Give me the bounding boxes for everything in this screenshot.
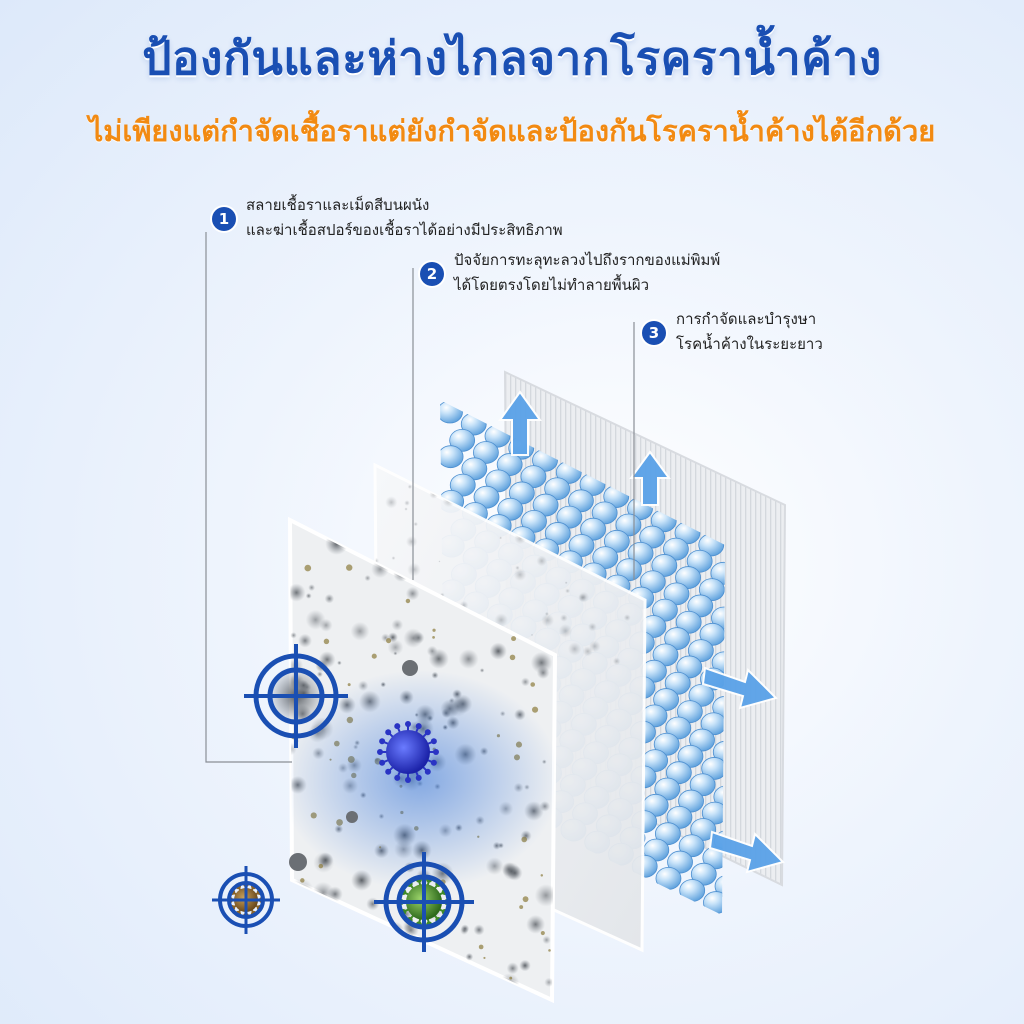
callout-2-line1: ปัจจัยการทะลุทะลวงไปถึงรากของแม่พิมพ์ <box>454 251 721 269</box>
callout-3-line1: การกำจัดและบำรุงษา <box>676 310 817 328</box>
arrow-right-icon <box>701 666 778 710</box>
target-icon <box>374 852 474 952</box>
callout-2-line2: ได้โดยตรงโดยไม่ทำลายพื้นผิว <box>454 276 650 294</box>
virus-icon <box>377 721 439 783</box>
arrow-up-icon <box>629 450 671 506</box>
spore-dot <box>346 811 358 823</box>
number-badge: 3 <box>642 321 666 345</box>
callout-3-line2: โรคน้ำค้างในระยะยาว <box>676 335 823 353</box>
target-icon <box>212 866 280 934</box>
callout-1-line2: และฆ่าเชื้อสปอร์ของเชื้อราได้อย่างมีประส… <box>246 221 563 239</box>
callout-3: 3 การกำจัดและบำรุงษา โรคน้ำค้างในระยะยาว <box>642 307 823 357</box>
page-subtitle: ไม่เพียงแต่กำจัดเชื้อราแต่ยังกำจัดและป้อ… <box>88 114 936 148</box>
target-icon <box>244 644 348 748</box>
callout-leader-lines <box>205 232 635 763</box>
arrow-up-icon <box>498 390 542 456</box>
page-title: ป้องกันและห่างไกลจากโรคราน้ำค้าง <box>142 31 882 85</box>
arrow-right-icon <box>708 830 785 874</box>
callout-1: 1 สลายเชื้อราและเม็ดสีบนผนัง และฆ่าเชื้อ… <box>212 193 563 243</box>
number-badge: 1 <box>212 207 236 231</box>
number-badge: 2 <box>420 262 444 286</box>
spore-dot <box>402 660 418 676</box>
callout-1-line1: สลายเชื้อราและเม็ดสีบนผนัง <box>246 196 430 214</box>
callout-2: 2 ปัจจัยการทะลุทะลวงไปถึงรากของแม่พิมพ์ … <box>420 248 720 298</box>
spore-dot <box>289 853 307 871</box>
